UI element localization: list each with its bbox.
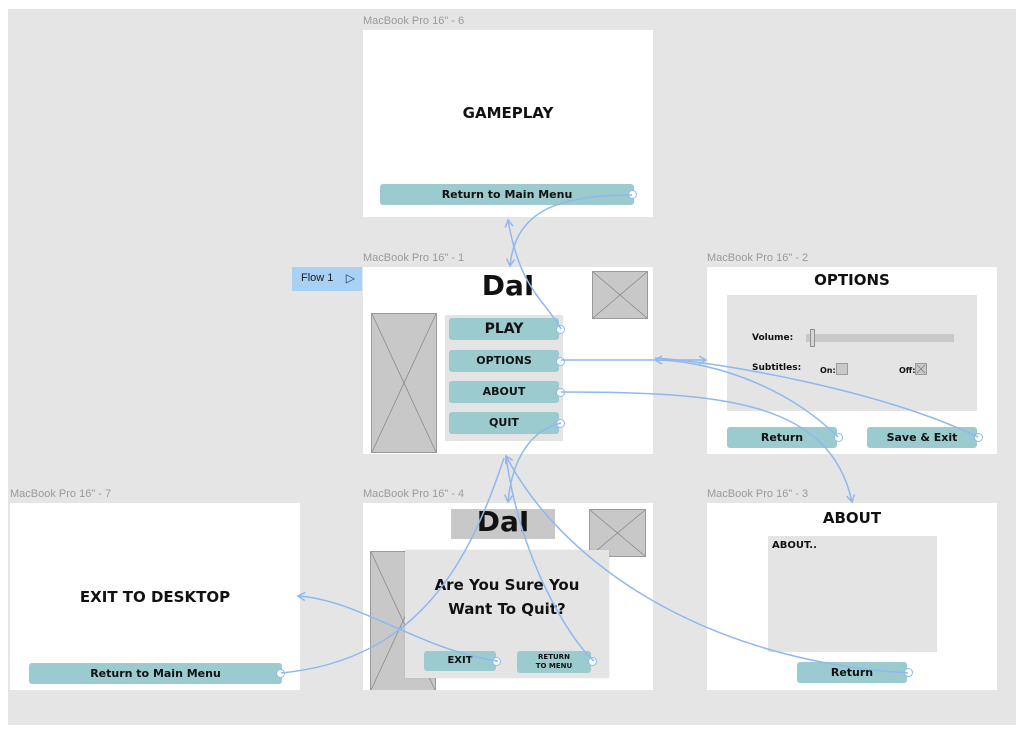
return-to-menu-line2: TO MENU (535, 662, 573, 670)
return-button[interactable]: Return (797, 662, 907, 683)
return-main-menu-button[interactable]: Return to Main Menu (380, 184, 634, 205)
connection-handle[interactable] (556, 388, 565, 397)
about-text-panel: ABOUT.. (768, 536, 937, 652)
frame-gameplay: GAMEPLAY Return to Main Menu (363, 30, 653, 217)
frame-main-menu: DaI PLAY OPTIONS ABOUT QUIT (363, 267, 653, 454)
connection-handle[interactable] (834, 433, 843, 442)
connection-handle[interactable] (588, 657, 597, 666)
gameplay-title: GAMEPLAY (462, 104, 554, 122)
connection-handle[interactable] (556, 325, 565, 334)
play-button[interactable]: PLAY (449, 318, 559, 340)
options-title: OPTIONS (814, 271, 890, 289)
frame-exit-desktop: EXIT TO DESKTOP Return to Main Menu (10, 503, 300, 690)
frame-options: OPTIONS Volume: Subtitles: On: Off: Retu… (707, 267, 997, 454)
about-body-text: ABOUT.. (772, 540, 817, 551)
frame-label-about: MacBook Pro 16" - 3 (707, 488, 809, 500)
subtitles-label: Subtitles: (752, 363, 802, 373)
volume-slider-track[interactable] (806, 334, 954, 342)
play-triangle-icon[interactable]: ▷ (345, 271, 355, 285)
connection-handle[interactable] (556, 357, 565, 366)
about-button[interactable]: ABOUT (449, 381, 559, 403)
frame-label-exit-desktop: MacBook Pro 16" - 7 (10, 488, 112, 500)
return-to-menu-button[interactable]: RETURN TO MENU (517, 651, 591, 673)
quit-question-line2: Want To Quit? (448, 600, 566, 618)
connection-handle[interactable] (974, 433, 983, 442)
connection-handle[interactable] (556, 419, 565, 428)
frame-label-quit-confirm: MacBook Pro 16" - 4 (363, 488, 465, 500)
connection-handle[interactable] (904, 668, 913, 677)
exit-desktop-title: EXIT TO DESKTOP (79, 588, 231, 606)
frame-label-options: MacBook Pro 16" - 2 (707, 252, 809, 264)
options-button[interactable]: OPTIONS (449, 350, 559, 372)
flow-starting-point[interactable]: Flow 1 ▷ (292, 267, 362, 291)
frame-label-main-menu: MacBook Pro 16" - 1 (363, 252, 465, 264)
frame-label-gameplay: MacBook Pro 16" - 6 (363, 15, 465, 27)
flow-label: Flow 1 (301, 272, 334, 284)
subtitles-on-label: On: (820, 366, 836, 375)
about-title: ABOUT (822, 509, 882, 527)
connection-handle[interactable] (276, 669, 285, 678)
image-placeholder-small (592, 271, 648, 319)
return-button[interactable]: Return (727, 427, 837, 448)
volume-slider-thumb[interactable] (810, 329, 815, 347)
settings-panel (727, 295, 977, 411)
frame-quit-confirm: DaI Are You Sure You Want To Quit? EXIT … (363, 503, 653, 690)
connection-handle[interactable] (628, 190, 637, 199)
return-main-menu-button[interactable]: Return to Main Menu (29, 663, 282, 684)
image-placeholder-tall (371, 313, 437, 453)
volume-label: Volume: (752, 333, 794, 343)
subtitles-on-checkbox[interactable] (836, 363, 848, 375)
quit-question-line1: Are You Sure You (434, 576, 580, 594)
connection-handle[interactable] (492, 657, 501, 666)
subtitles-off-label: Off: (899, 366, 916, 375)
subtitles-off-checkbox[interactable] (915, 363, 927, 375)
game-logo-title: DaI (476, 505, 530, 538)
return-to-menu-line1: RETURN (538, 653, 570, 661)
quit-dialog: Are You Sure You Want To Quit? EXIT RETU… (405, 550, 609, 678)
quit-button[interactable]: QUIT (449, 412, 559, 434)
frame-about: ABOUT ABOUT.. Return (707, 503, 997, 690)
exit-button[interactable]: EXIT (424, 651, 496, 671)
save-exit-button[interactable]: Save & Exit (867, 427, 977, 448)
